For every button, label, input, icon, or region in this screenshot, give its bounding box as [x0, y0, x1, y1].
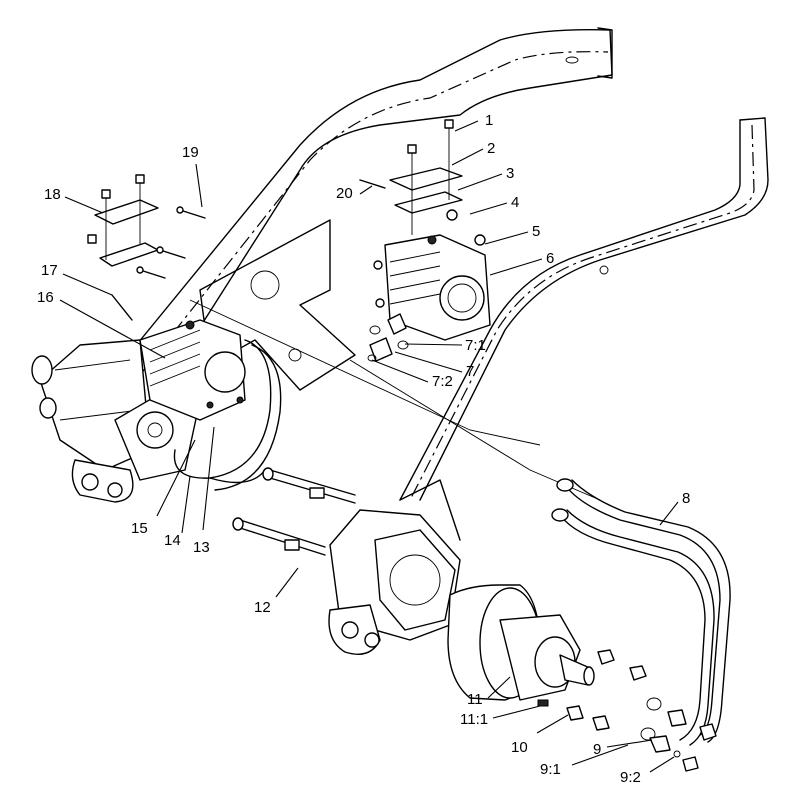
callout-9-1: 9:1: [540, 761, 561, 778]
callout-11: 11: [467, 691, 483, 708]
callout-8: 8: [682, 490, 690, 507]
callout-15: 15: [131, 520, 148, 537]
callout-12: 12: [254, 599, 271, 616]
callout-17: 17: [41, 262, 58, 279]
fittings-and-nuts: [566, 649, 717, 772]
leader-lines: [59, 120, 679, 773]
hydraulic-hoses: [551, 478, 731, 746]
callout-labels: 1 2 3 4 5 6 7:1 7 7:2 8 9:1 9 9:2 10 11 …: [37, 112, 690, 786]
callout-18: 18: [44, 186, 61, 203]
callout-6: 6: [546, 250, 554, 267]
callout-11-1: 11:1: [460, 711, 488, 728]
callout-9-2: 9:2: [620, 769, 641, 786]
callout-20: 20: [336, 185, 353, 202]
callout-1: 1: [485, 112, 493, 129]
left-pump-assembly: [31, 319, 282, 503]
callout-10: 10: [511, 739, 528, 756]
right-pump-assembly: [359, 119, 491, 362]
wheel-motor-assembly: [328, 479, 595, 707]
callout-16: 16: [37, 289, 54, 306]
callout-4: 4: [511, 194, 519, 211]
long-bolts: [232, 467, 356, 556]
callout-9: 9: [593, 741, 601, 758]
callout-7-1: 7:1: [465, 337, 486, 354]
callout-13: 13: [193, 539, 210, 556]
callout-14: 14: [164, 532, 181, 549]
right-frame-rail: [399, 117, 769, 501]
callout-19: 19: [182, 144, 199, 161]
callout-7: 7: [466, 363, 474, 380]
callout-7-2: 7:2: [432, 373, 453, 390]
left-bracket: [87, 174, 206, 321]
callout-5: 5: [532, 223, 540, 240]
upper-frame-rail: [119, 27, 613, 391]
callout-3: 3: [506, 165, 514, 182]
mounting-plate: [189, 219, 601, 501]
callout-2: 2: [487, 140, 495, 157]
